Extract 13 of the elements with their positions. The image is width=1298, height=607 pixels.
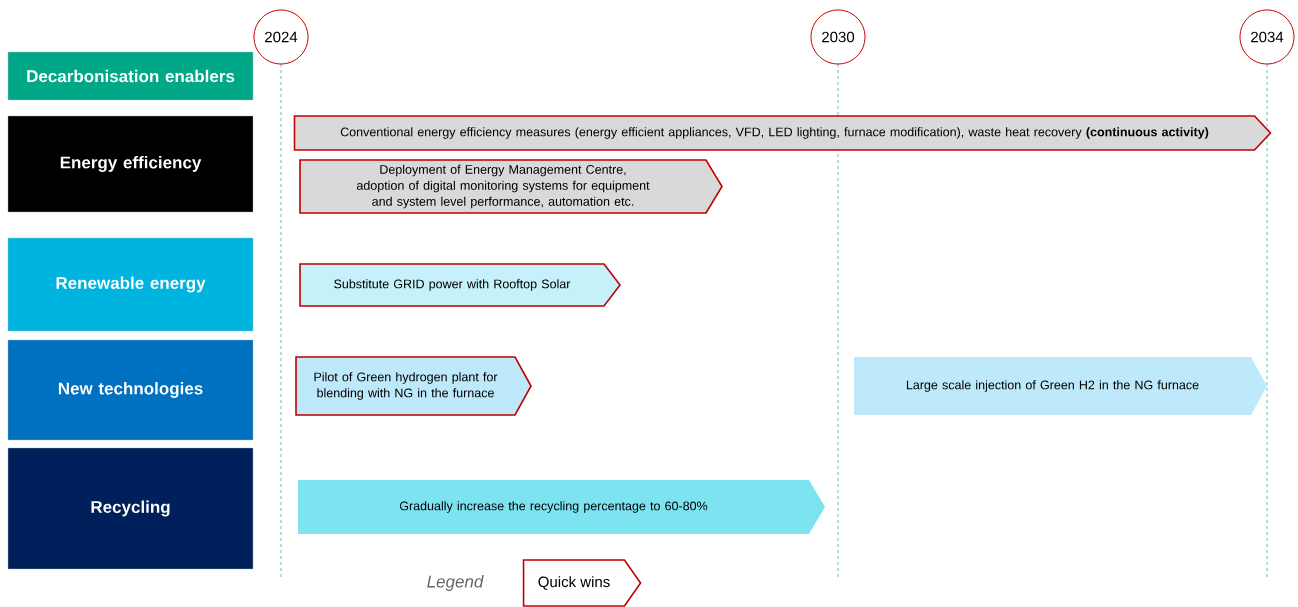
activity-bar: Gradually increase the recycling percentage to 60-80%: [298, 480, 825, 534]
legend-heading: Legend: [427, 575, 484, 591]
activity-bar: Conventional energy efficiency measures (energy efficient appliances, VFD, LED lighting, furnace modification), waste heat recovery (continuous activity): [293, 115, 1272, 151]
activity-bar: Substitute GRID power with Rooftop Solar: [299, 263, 621, 307]
legend-sample: Quick wins: [522, 559, 642, 607]
category-box: Recycling: [7, 447, 254, 570]
category-box: Energy efficiency: [7, 115, 254, 213]
activity-bar: Pilot of Green hydrogen plant for blending with NG in the furnace: [295, 356, 532, 416]
activity-bar: Large scale injection of Green H2 in the NG furnace: [854, 357, 1267, 415]
activity-bar: Deployment of Energy Management Centre, adoption of digital monitoring systems for equipment and system level performance, automation etc.: [299, 159, 723, 214]
category-box: Renewable energy: [7, 237, 254, 332]
category-box: Decarbonisation enablers: [7, 51, 254, 101]
category-box: New technologies: [7, 339, 254, 441]
